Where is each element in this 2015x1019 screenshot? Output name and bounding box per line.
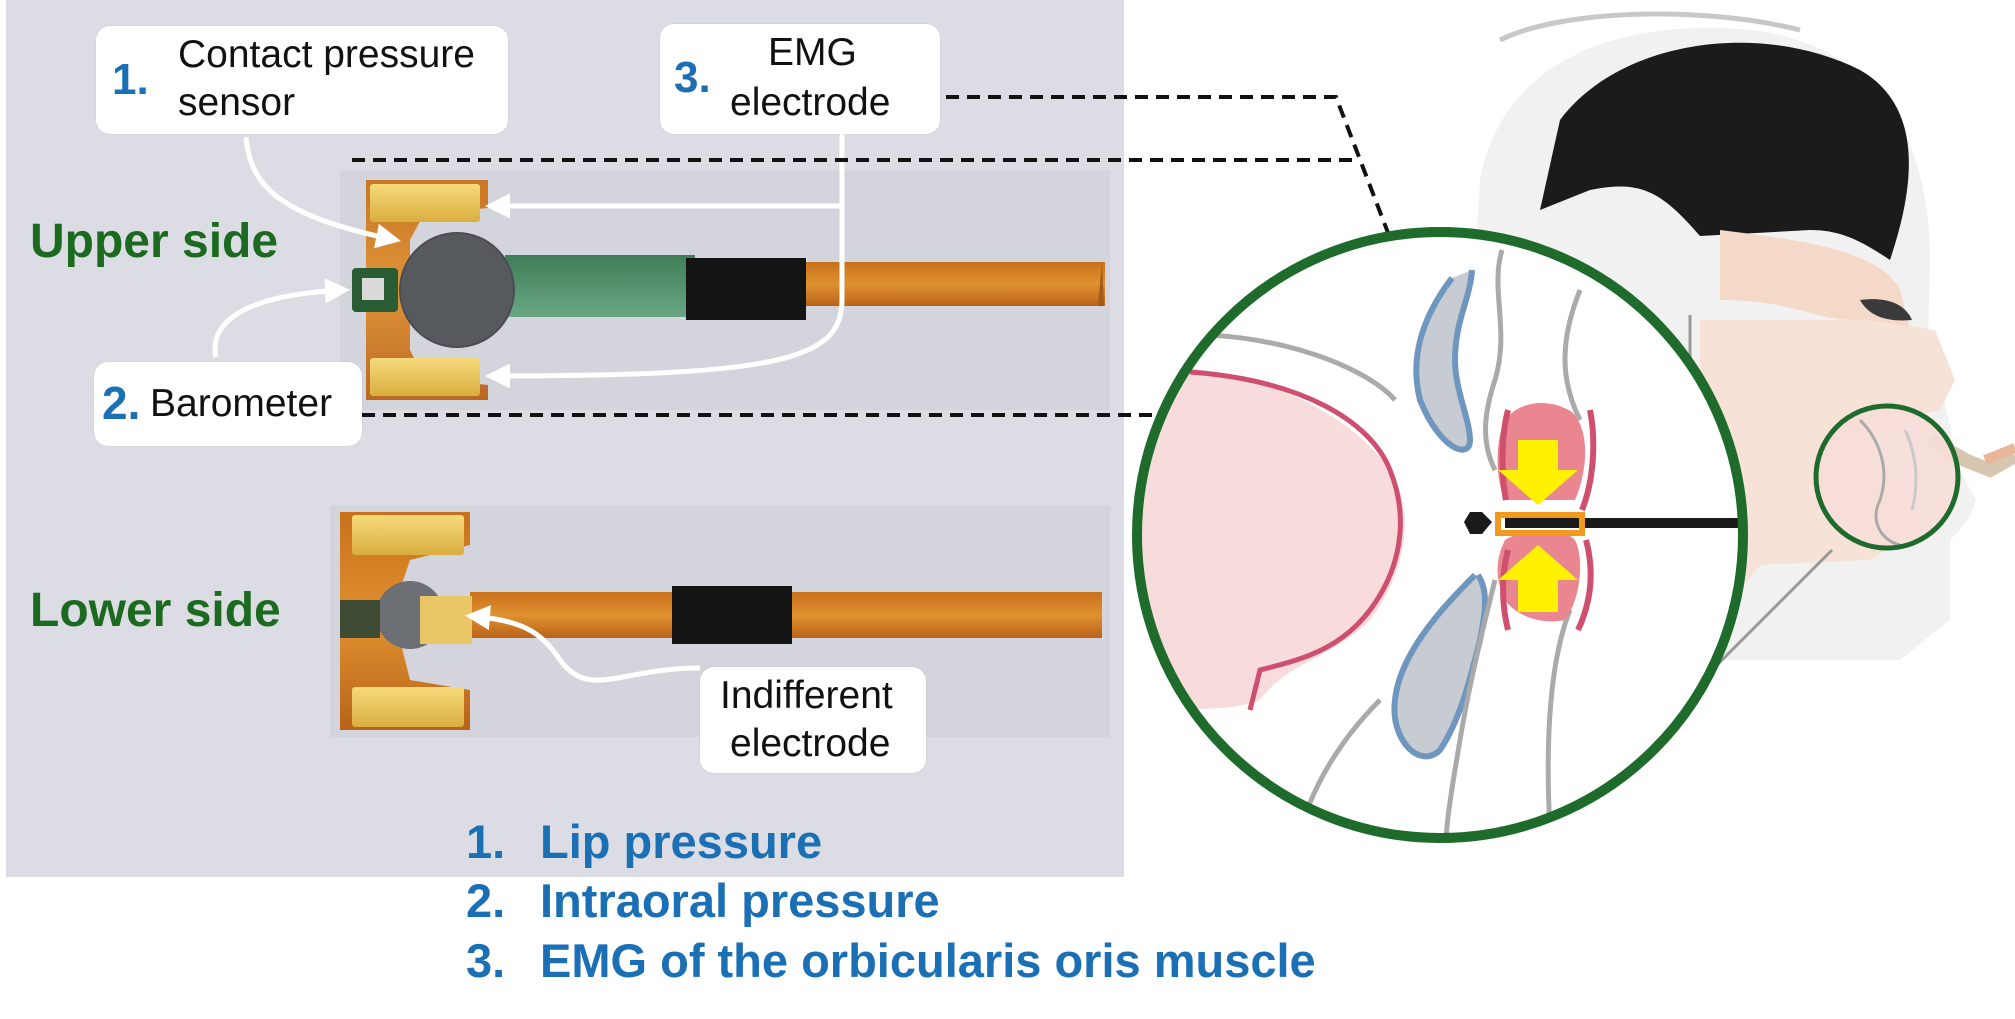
upper-side-label: Upper side (30, 215, 279, 268)
legend-text: EMG of the orbicularis oris muscle (540, 934, 1316, 987)
upper-device-photo (352, 180, 1105, 400)
legend-text: Intraoral pressure (540, 874, 940, 927)
callout-number: 2. (102, 377, 141, 429)
callout-barometer: 2. Barometer (94, 362, 362, 446)
legend-number: 3. (466, 934, 506, 987)
callout-contact-pressure-sensor: 1. Contact pressure sensor (96, 26, 508, 134)
callout-text-line1: Contact pressure (178, 33, 475, 76)
legend-item-emg: 3. EMG of the orbicularis oris muscle (466, 933, 1316, 988)
callout-text-line2: electrode (730, 81, 891, 124)
legend-number: 2. (466, 874, 506, 927)
callout-text-line1: Indifferent (720, 674, 893, 717)
legend-item-intraoral-pressure: 2. Intraoral pressure (466, 873, 940, 928)
legend-text: Lip pressure (540, 815, 823, 868)
callout-arrows (212, 125, 845, 683)
callout-number: 3. (674, 53, 711, 102)
callout-text: Barometer (150, 382, 333, 425)
lower-side-label: Lower side (30, 584, 281, 637)
legend-number: 1. (466, 815, 506, 868)
callout-number: 1. (112, 55, 149, 104)
lip-inset-small (1813, 403, 1961, 551)
callout-text-line1: EMG (768, 31, 857, 74)
callout-text-line2: sensor (178, 81, 296, 124)
legend-item-lip-pressure: 1. Lip pressure (466, 814, 822, 869)
lip-zoom-circle (1132, 227, 1748, 843)
callout-emg-electrode: 3. EMG electrode (660, 24, 940, 134)
callout-indifferent-electrode: Indifferent electrode (700, 667, 926, 773)
callout-text-line2: electrode (730, 722, 891, 765)
lower-device-photo (340, 512, 1102, 730)
